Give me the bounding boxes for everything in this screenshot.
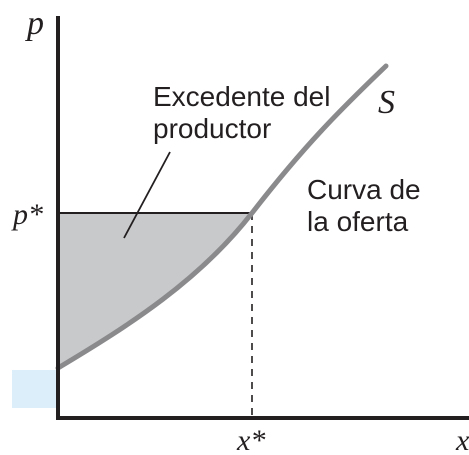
supply-curve-desc-line2: la oferta bbox=[307, 206, 409, 237]
x-star-label: x* bbox=[236, 424, 265, 455]
surplus-pointer-line bbox=[123, 151, 171, 239]
p-star-label: p* bbox=[11, 198, 43, 231]
corner-highlight bbox=[12, 370, 56, 408]
supply-curve-desc-line1: Curva de bbox=[307, 174, 421, 205]
surplus-label-line2: productor bbox=[153, 113, 271, 144]
producer-surplus-area bbox=[58, 213, 252, 368]
surplus-label-line1: Excedente del bbox=[153, 81, 330, 112]
supply-curve bbox=[55, 63, 389, 371]
y-axis-label: p bbox=[25, 5, 44, 42]
x-axis-label: x bbox=[455, 424, 469, 455]
supply-curve-name: S bbox=[378, 84, 395, 121]
